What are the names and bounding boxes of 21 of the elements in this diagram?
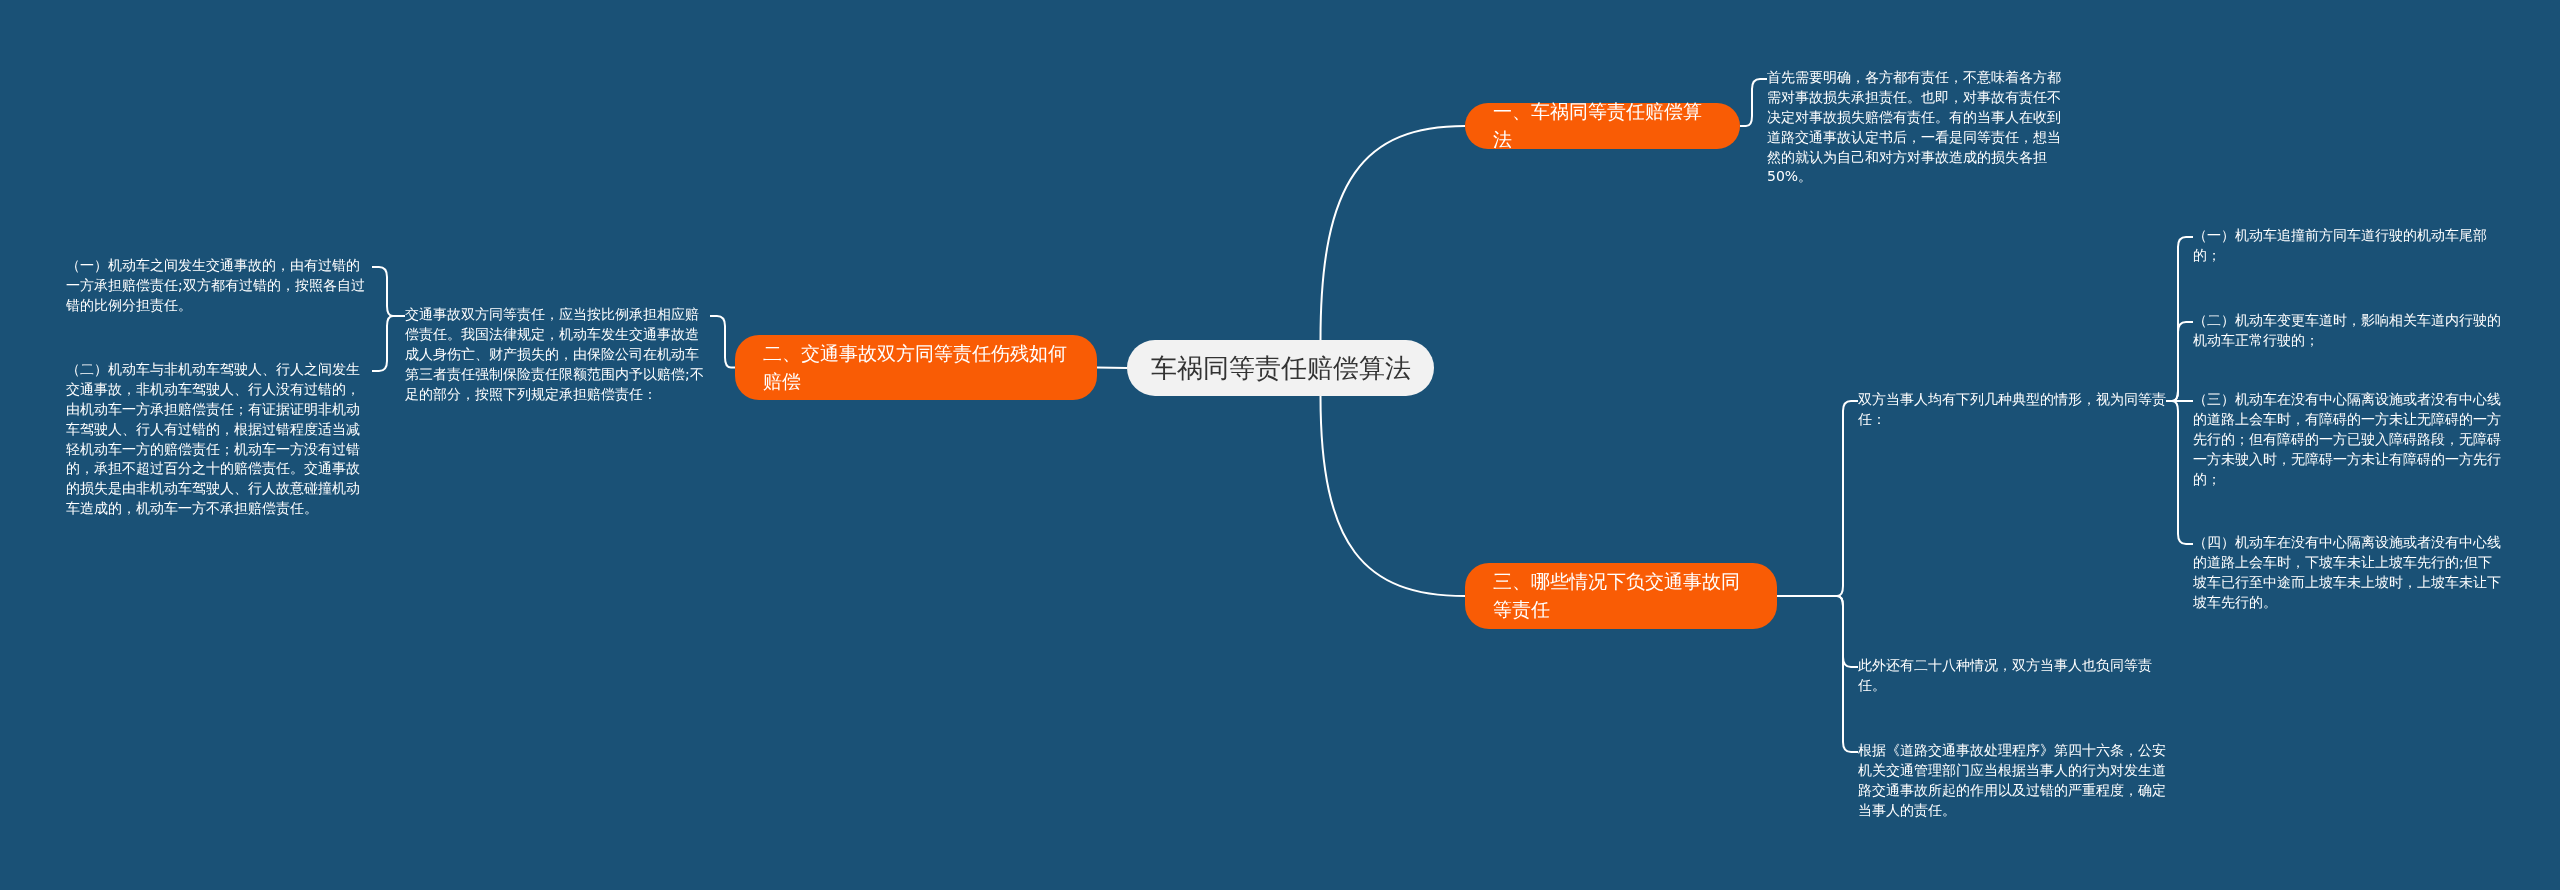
note-text: （四）机动车在没有中心隔离设施或者没有中心线的道路上会车时，下坡车未让上坡车先行的;但下坡车已行至中途而上坡车未上坡时，上坡车未让下坡车先行的。 [2193, 533, 2501, 613]
note-text: （三）机动车在没有中心隔离设施或者没有中心线的道路上会车时，有障碍的一方未让无障碍的一方先行的；但有障碍的一方已驶入障碍路段，无障碍一方未驶入时，无障碍一方未让有障碍的一方先行的； [2193, 390, 2501, 490]
note-text: （一）机动车之间发生交通事故的，由有过错的一方承担赔偿责任;双方都有过错的，按照各自过错的比例分担责任。 [66, 256, 372, 316]
connector-line [1319, 395, 1466, 597]
connector-line [1319, 125, 1466, 341]
connector-line [1096, 366, 1128, 369]
note-text: （二）机动车与非机动车驾驶人、行人之间发生交通事故，非机动车驾驶人、行人没有过错的，由机动车一方承担赔偿责任；有证据证明非机动车驾驶人、行人有过错的，根据过错程度适当减轻机动车一方的赔偿责任；机动车一方没有过错的，承担不超过百分之十的赔偿责任。交通事故的损失是由非机动车驾驶人、行人故意碰撞机动车造成的，机动车一方不承担赔偿责任。 [66, 360, 372, 519]
central-topic: 车祸同等责任赔偿算法 [1127, 340, 1434, 396]
connector-line [1776, 595, 1859, 753]
note-text: 此外还有二十八种情况，双方当事人也负同等责任。 [1858, 656, 2166, 696]
note-text: 双方当事人均有下列几种典型的情形，视为同等责任： [1858, 390, 2166, 430]
note-text: 首先需要明确，各方都有责任，不意味着各方都需对事故损失承担责任。也即，对事故有责任不决定对事故损失赔偿有责任。有的当事人在收到道路交通事故认定书后，一看是同等责任，想当然的就认为自己和对方对事故造成的损失各担50%。 [1767, 68, 2072, 188]
connector-line [709, 315, 736, 369]
topic-box: 二、交通事故双方同等责任伤残如何赔偿 [735, 335, 1097, 400]
note-text: 根据《道路交通事故处理程序》第四十六条，公安机关交通管理部门应当根据当事人的行为对发生道路交通事故所起的作用以及过错的严重程度，确定当事人的责任。 [1858, 741, 2166, 821]
note-text: （一）机动车追撞前方同车道行驶的机动车尾部的； [2193, 226, 2501, 266]
topic-box: 三、哪些情况下负交通事故同等责任 [1465, 563, 1777, 629]
note-text: 交通事故双方同等责任，应当按比例承担相应赔偿责任。我国法律规定，机动车发生交通事故造成人身伤亡、财产损失的，由保险公司在机动车第三者责任强制保险责任限额范围内予以赔偿;不足的部分，按照下列规定承担赔偿责任： [405, 305, 710, 405]
connector-line [1739, 78, 1768, 127]
note-text: （二）机动车变更车道时，影响相关车道内行驶的机动车正常行驶的； [2193, 311, 2501, 351]
topic-box: 一、车祸同等责任赔偿算法 [1465, 103, 1740, 149]
